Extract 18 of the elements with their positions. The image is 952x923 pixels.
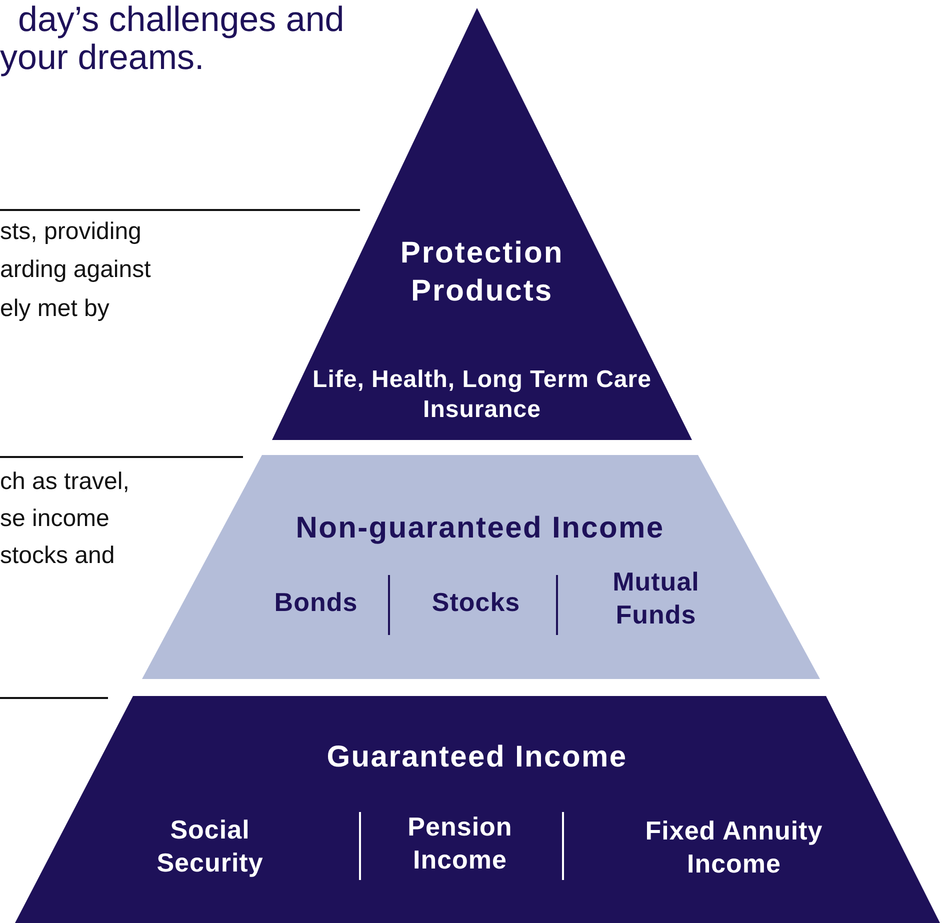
tier-item: Pension Income	[406, 810, 514, 876]
tier-title: Non-guaranteed Income	[294, 510, 666, 546]
tier-item: Stocks	[430, 586, 522, 618]
heading-text: your dreams.	[0, 40, 204, 75]
tier-item: Life, Health, Long Term Care Insurance	[312, 365, 652, 425]
description-text: ely met by	[0, 297, 110, 321]
description-text: stocks and	[0, 544, 115, 568]
tier-item: Mutual Funds	[612, 566, 700, 630]
tier-title: Protection Products	[399, 236, 565, 309]
tier-item: Fixed Annuity Income	[644, 814, 824, 880]
tier-item: Bonds	[273, 586, 359, 618]
tier-title: Guaranteed Income	[326, 739, 628, 776]
description-text: arding against	[0, 258, 151, 282]
description-text: se income	[0, 507, 110, 531]
tier-item: Social Security	[156, 814, 264, 878]
description-text: sts, providing	[0, 220, 142, 244]
heading-text: day’s challenges and	[18, 2, 344, 37]
description-text: ch as travel,	[0, 470, 130, 494]
